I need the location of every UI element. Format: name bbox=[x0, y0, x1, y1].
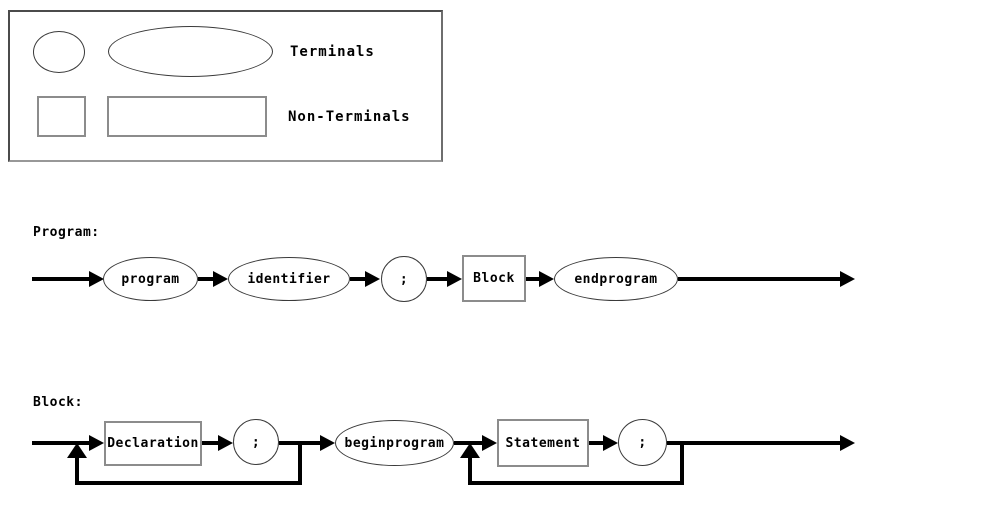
arrowhead-right-icon bbox=[603, 435, 618, 451]
node-label: beginprogram bbox=[344, 435, 445, 451]
node-label: Declaration bbox=[107, 436, 199, 451]
loop-line bbox=[468, 457, 472, 485]
arrowhead-right-icon bbox=[840, 271, 855, 287]
node-block-rect: Block bbox=[462, 255, 526, 302]
arrow-line bbox=[678, 277, 841, 281]
arrow-line bbox=[32, 277, 89, 281]
loop-line bbox=[468, 481, 684, 485]
arrow-line bbox=[526, 277, 540, 281]
node-label: ; bbox=[399, 271, 409, 287]
node-label: endprogram bbox=[574, 271, 658, 287]
arrow-line bbox=[279, 441, 321, 445]
arrowhead-right-icon bbox=[539, 271, 554, 287]
arrow-line bbox=[667, 441, 841, 445]
node-semicolon-circle: ; bbox=[618, 419, 667, 466]
arrowhead-right-icon bbox=[320, 435, 335, 451]
node-label: ; bbox=[638, 435, 647, 450]
non-terminal-square-sample-icon bbox=[37, 96, 86, 137]
terminal-ellipse-sample-icon bbox=[108, 26, 273, 77]
loop-line bbox=[298, 443, 302, 485]
node-program-ellipse: program bbox=[103, 257, 198, 301]
terminals-label: Terminals bbox=[290, 44, 375, 60]
node-label: Block bbox=[473, 271, 515, 286]
node-semicolon-circle: ; bbox=[381, 256, 427, 302]
node-label: program bbox=[121, 271, 180, 287]
arrowhead-right-icon bbox=[89, 271, 104, 287]
arrow-line bbox=[589, 441, 603, 445]
arrowhead-right-icon bbox=[213, 271, 228, 287]
node-statement-rect: Statement bbox=[497, 419, 589, 467]
loop-line bbox=[680, 443, 684, 485]
block-rule-title: Block: bbox=[33, 395, 83, 410]
arrow-line bbox=[350, 277, 366, 281]
arrowhead-right-icon bbox=[447, 271, 462, 287]
loop-line bbox=[75, 481, 302, 485]
node-beginprogram-ellipse: beginprogram bbox=[335, 420, 454, 466]
node-label: Statement bbox=[505, 435, 581, 451]
arrowhead-right-icon bbox=[482, 435, 497, 451]
node-identifier-ellipse: identifier bbox=[228, 257, 350, 301]
arrow-line bbox=[427, 277, 448, 281]
arrowhead-right-icon bbox=[89, 435, 104, 451]
loop-line bbox=[75, 457, 79, 485]
arrow-line bbox=[198, 277, 214, 281]
arrow-line bbox=[454, 441, 483, 445]
arrow-line bbox=[32, 441, 89, 445]
arrowhead-up-icon bbox=[460, 443, 480, 458]
node-label: ; bbox=[251, 434, 261, 450]
node-semicolon-circle: ; bbox=[233, 419, 279, 465]
arrowhead-up-icon bbox=[67, 443, 87, 458]
legend-box: Terminals Non-Terminals bbox=[8, 10, 443, 162]
arrowhead-right-icon bbox=[365, 271, 380, 287]
node-declaration-rect: Declaration bbox=[104, 421, 202, 466]
arrowhead-right-icon bbox=[840, 435, 855, 451]
terminal-circle-sample-icon bbox=[33, 31, 85, 73]
arrow-line bbox=[202, 441, 218, 445]
non-terminals-label: Non-Terminals bbox=[288, 109, 411, 125]
non-terminal-rect-sample-icon bbox=[107, 96, 267, 137]
node-endprogram-ellipse: endprogram bbox=[554, 257, 678, 301]
program-rule-title: Program: bbox=[33, 225, 100, 240]
arrowhead-right-icon bbox=[218, 435, 233, 451]
node-label: identifier bbox=[247, 271, 331, 287]
